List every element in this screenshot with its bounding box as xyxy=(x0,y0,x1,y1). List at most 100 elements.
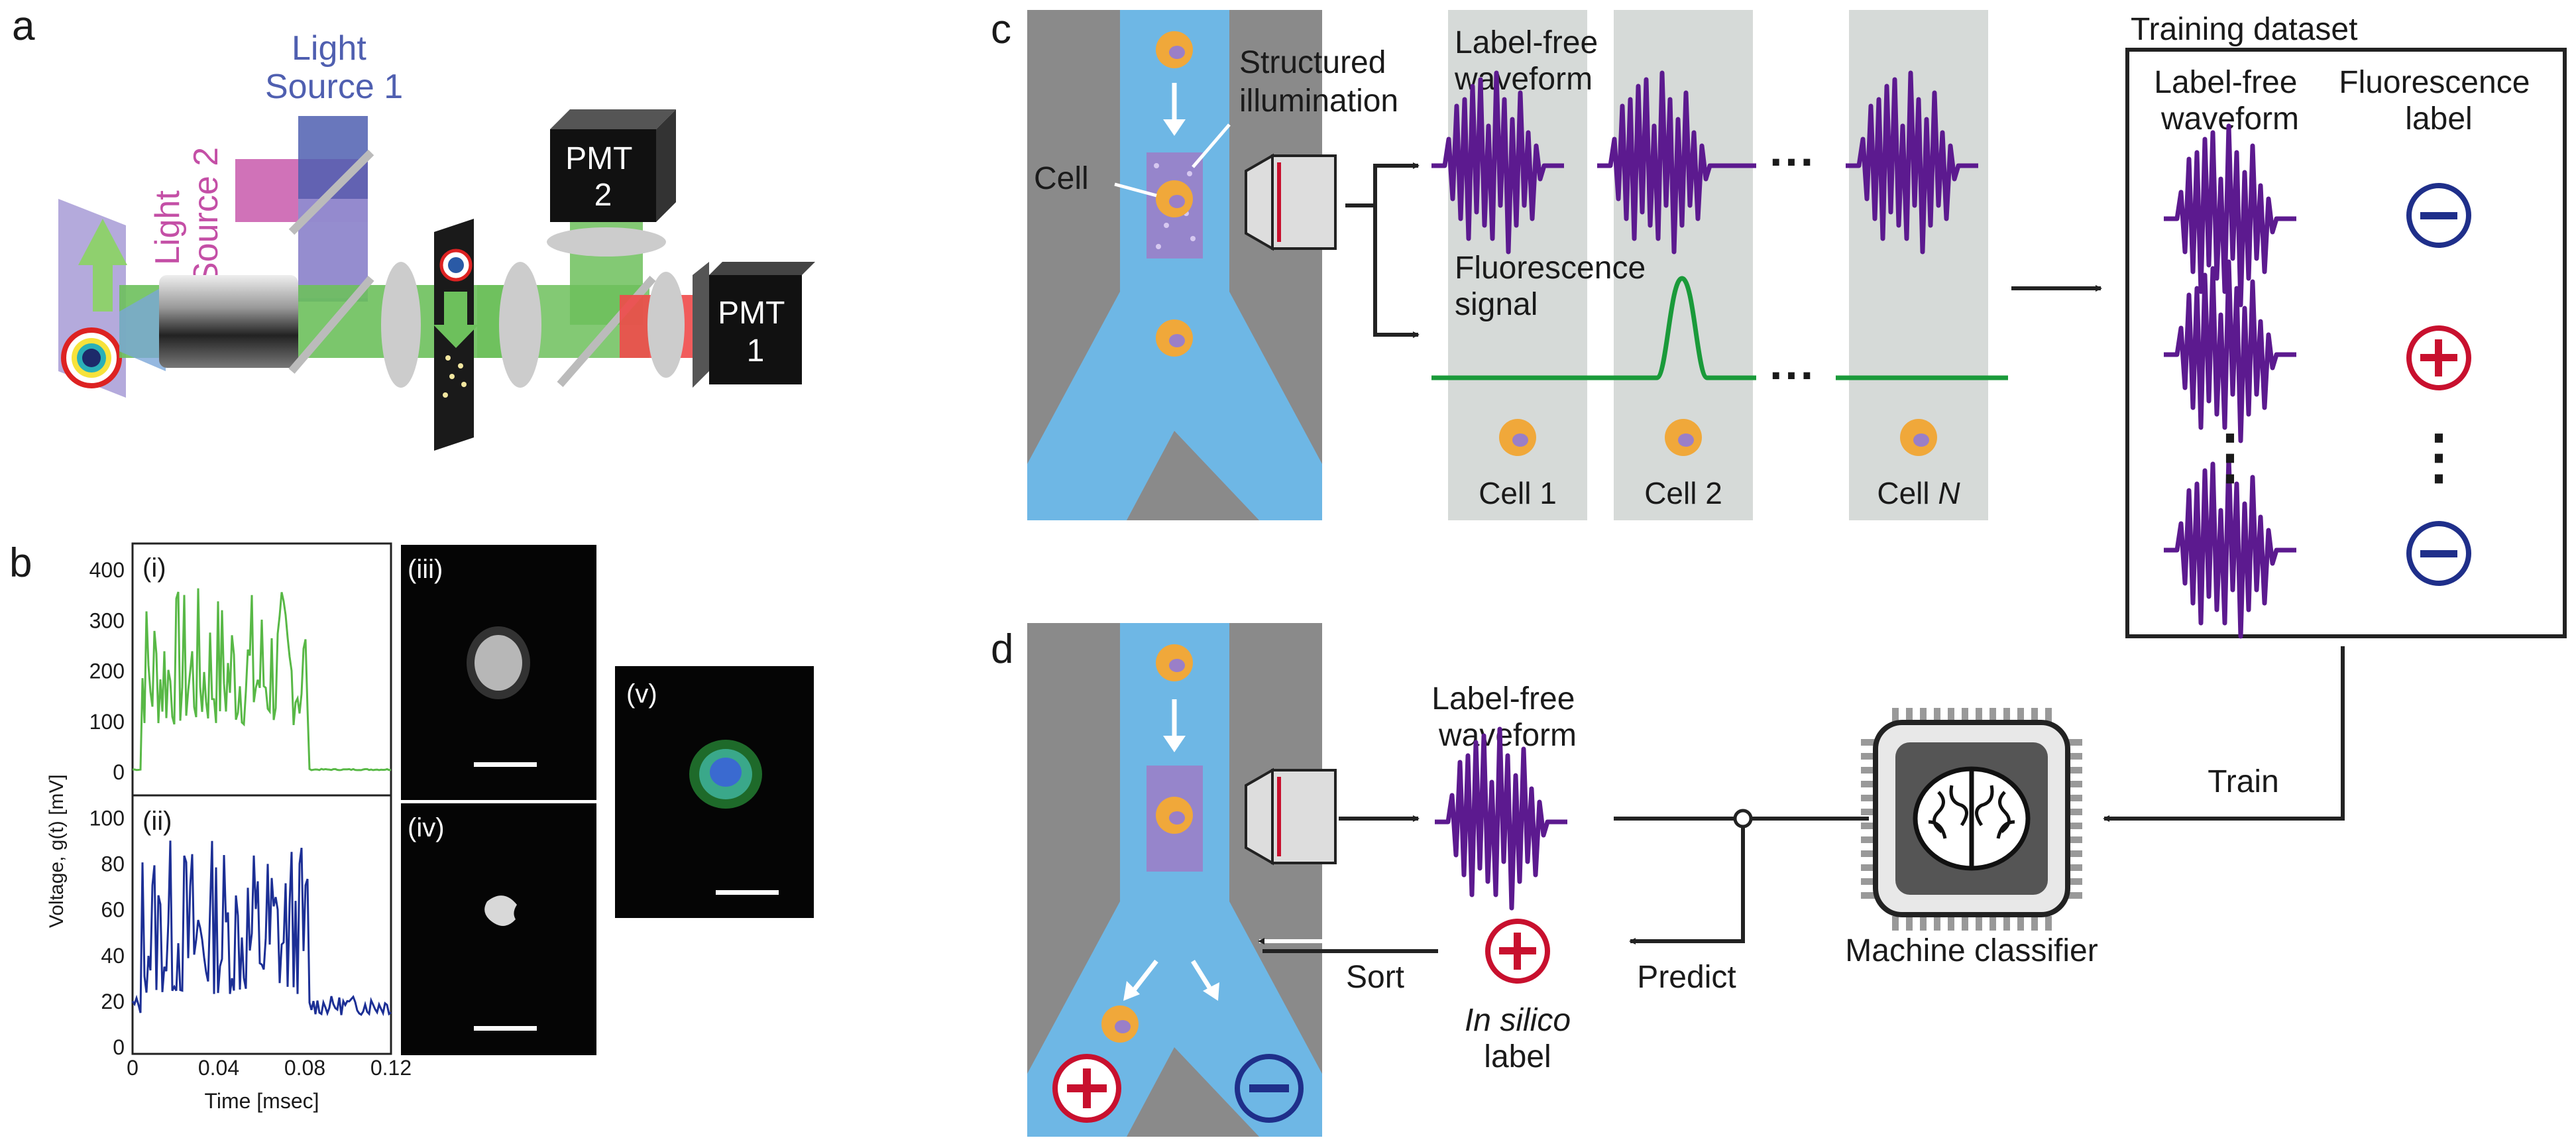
cell-n-icon xyxy=(1900,419,1937,456)
chip-pin xyxy=(1948,708,1954,722)
chip-pin xyxy=(2068,892,2082,899)
predict-label: Predict xyxy=(1637,960,1736,995)
chip-pin xyxy=(1861,836,1876,843)
cell-2-label: Cell 2 xyxy=(1644,476,1722,510)
panel-c: c Cell Structured illumination xyxy=(991,7,2567,636)
image-iv-sublabel: (iv) xyxy=(408,813,445,842)
c-fluorescence-signal: Fluorescence signal xyxy=(1455,251,1654,322)
plot-ii-frame xyxy=(131,794,392,1055)
d-objective-icon xyxy=(1245,768,1337,866)
chip-pin xyxy=(1976,916,1982,931)
chip-pin xyxy=(1934,708,1940,722)
in-silico-label: In silico xyxy=(1465,1003,1571,1038)
c-objective-icon xyxy=(1245,153,1337,251)
chip-pin xyxy=(1989,916,1996,931)
cell-1-icon xyxy=(1499,419,1536,456)
chip-pin xyxy=(2068,878,2082,885)
chip-pin xyxy=(2017,708,2024,722)
structured-illumination-label: Structured illumination xyxy=(1239,45,1398,119)
chip-pin xyxy=(2003,708,2010,722)
machine-classifier-chip xyxy=(1861,708,2082,931)
fluorescence-trace xyxy=(1431,276,1756,380)
light-source-1-label: Light Source 1 xyxy=(265,29,403,106)
pmt1-label: PMT 1 xyxy=(718,296,793,369)
chip-pin xyxy=(1948,916,1954,931)
chip-pin xyxy=(1962,916,1968,931)
chip-pin xyxy=(1861,864,1876,871)
col-fluorescence-label: Fluorescence label xyxy=(2339,65,2538,137)
image-iii-sublabel: (iii) xyxy=(408,555,443,584)
chip-pin xyxy=(1861,809,1876,815)
b-xtick: 0.08 xyxy=(284,1056,325,1080)
chip-pin xyxy=(1861,781,1876,787)
chip-pin xyxy=(1861,753,1876,760)
chip-pin xyxy=(2068,795,2082,801)
chip-pin xyxy=(1906,916,1913,931)
d-cell-top xyxy=(1156,644,1193,681)
plot-ii-ytick: 80 xyxy=(101,852,125,876)
d-channel-fluid xyxy=(1027,623,1322,1137)
plot-i-ytick: 200 xyxy=(89,659,125,683)
plot-ii-ytick: 40 xyxy=(101,944,125,968)
plot-ii-ytick: 100 xyxy=(89,807,125,831)
c-cell-label: Cell xyxy=(1034,161,1089,196)
chip-pin xyxy=(2068,753,2082,760)
c-ellipsis-bottom: ··· xyxy=(1769,349,1816,401)
chip-pin xyxy=(1892,708,1899,722)
chip-pin xyxy=(1861,739,1876,746)
plot-i-trace xyxy=(132,588,392,772)
lens-4 xyxy=(647,272,685,378)
d-cell-in-illumination xyxy=(1156,797,1193,834)
b-xlabel: Time [msec] xyxy=(204,1089,319,1113)
plot-i-ytick: 300 xyxy=(89,608,125,632)
plus-icon xyxy=(2406,325,2471,390)
panel-d-letter: d xyxy=(991,626,1013,672)
train-label: Train xyxy=(2208,764,2279,799)
chip-pin xyxy=(2068,781,2082,787)
chip-pin xyxy=(1861,892,1876,899)
dichroic-mirror-2 xyxy=(288,149,374,235)
chip-pin xyxy=(1861,767,1876,774)
minus-icon xyxy=(2406,521,2471,586)
chip-pin xyxy=(2068,836,2082,843)
chip-pin xyxy=(1892,916,1899,931)
d-cell-sorted xyxy=(1101,1005,1139,1043)
cell-n-label: Cell N xyxy=(1877,476,1960,510)
plot-ii-ytick: 60 xyxy=(101,898,125,922)
panel-a: a Light Source 1 Light Source 2 xyxy=(12,3,815,451)
chip-pin xyxy=(2068,864,2082,871)
plot-ii-trace xyxy=(131,840,392,1017)
d-in-silico-plus-icon xyxy=(1485,919,1550,984)
chip-pin xyxy=(2068,823,2082,829)
machine-classifier-label: Machine classifier xyxy=(1845,933,2098,968)
vdots-waveform: ⋮ xyxy=(2200,424,2260,490)
in-silico-label-word: label xyxy=(1484,1039,1551,1074)
chip-pin xyxy=(1861,823,1876,829)
plot-i-ytick: 100 xyxy=(89,710,125,734)
chip-pin xyxy=(1976,708,1982,722)
c-label-free-waveform: Label-free waveform xyxy=(1454,25,1606,97)
d-label-free-waveform: Label-free waveform xyxy=(1431,681,1583,753)
pmt2-box: PMT 2 xyxy=(550,109,676,222)
chip-pin xyxy=(2031,708,2038,722)
chip-pin xyxy=(1934,916,1940,931)
chip-pin xyxy=(2031,916,2038,931)
d-plus-icon xyxy=(1052,1054,1121,1123)
objective-lens xyxy=(159,275,298,368)
b-xtick: 0.04 xyxy=(198,1056,239,1080)
plot-i-sublabel: (i) xyxy=(142,553,166,583)
chip-pin xyxy=(2045,708,2052,722)
chip-pin xyxy=(1989,708,1996,722)
plot-i-frame xyxy=(131,542,392,797)
c-ellipsis-top: ··· xyxy=(1769,136,1816,188)
panel-b-letter: b xyxy=(9,540,32,586)
cell-1-label: Cell 1 xyxy=(1479,476,1557,510)
lens-1 xyxy=(381,262,421,388)
c-channel-fluid xyxy=(1027,10,1322,520)
chip-pin xyxy=(1906,708,1913,722)
up-arrow-icon xyxy=(78,219,127,312)
light-source-2-label: Light Source 2 xyxy=(148,147,225,285)
